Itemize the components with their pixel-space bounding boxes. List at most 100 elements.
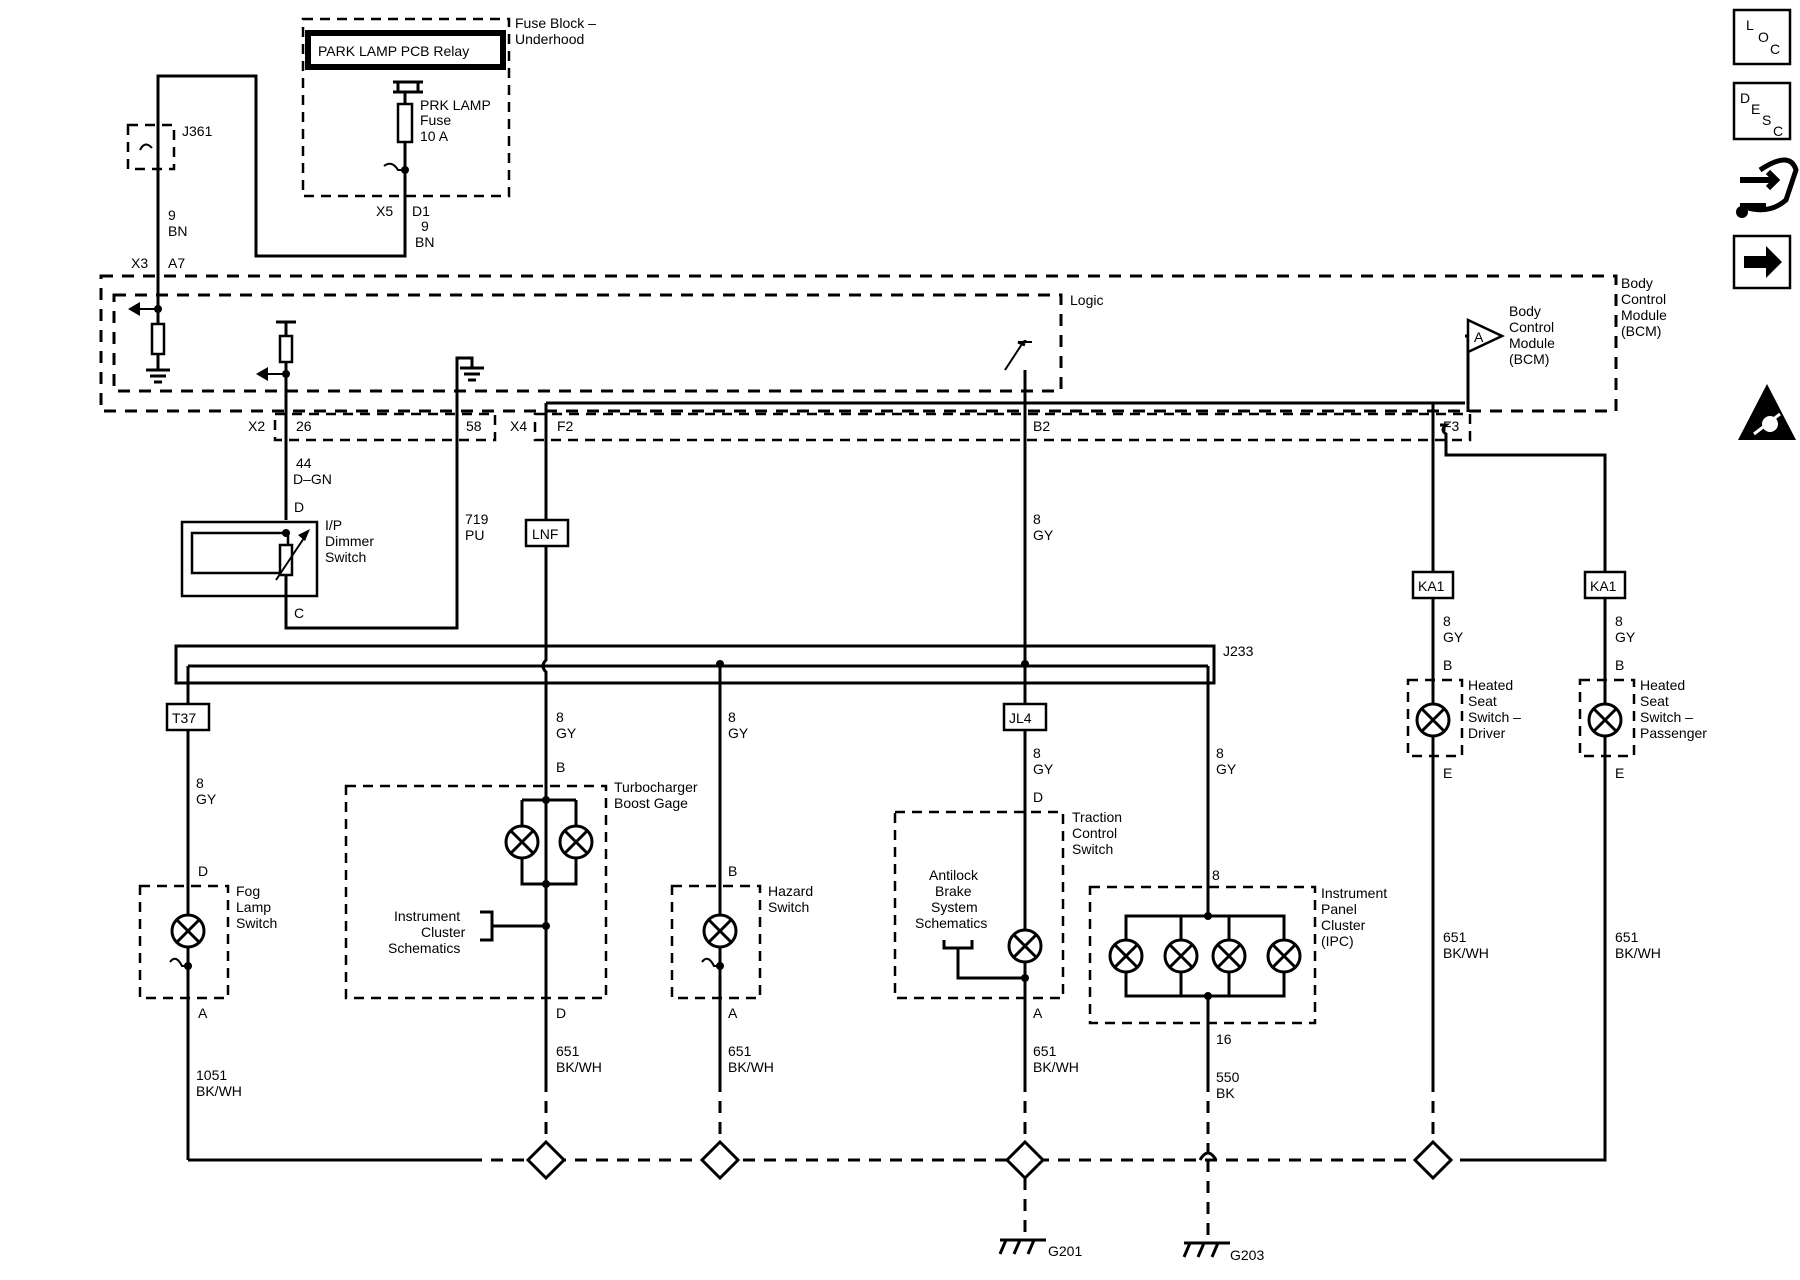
- dimmer-name-1: I/P: [325, 517, 342, 533]
- hazard-pin-b: B: [728, 863, 737, 879]
- hazard-name-2: Switch: [768, 899, 809, 915]
- tcs-abs-1: Antilock: [929, 867, 979, 883]
- pin-b2: B2: [1033, 418, 1050, 434]
- wire-651-hsd-circuit: 651: [1443, 929, 1467, 945]
- fog-pin-d: D: [198, 863, 208, 879]
- esd-warning-icon: [1738, 384, 1796, 440]
- park-lamp-relay-label: PARK LAMP PCB Relay: [318, 43, 469, 59]
- svg-text:KA1: KA1: [1590, 578, 1617, 594]
- bcm-title-2: Control: [1621, 291, 1666, 307]
- svg-text:C: C: [1773, 123, 1783, 139]
- loc-icon[interactable]: L O C: [1732, 8, 1792, 66]
- tcs-name-3: Switch: [1072, 841, 1113, 857]
- wire-651-hsp-circuit: 651: [1615, 929, 1639, 945]
- wire-9-bn: [156, 74, 407, 286]
- bcm-logic-label: Logic: [1070, 292, 1103, 308]
- wire-8-hazard-color: GY: [728, 725, 749, 741]
- fuse-block-underhood: PARK LAMP PCB Relay Fuse Block – Underho…: [301, 15, 596, 219]
- wire-1051-circuit: 1051: [196, 1067, 227, 1083]
- dimmer-name-2: Dimmer: [325, 533, 374, 549]
- conn-x4: X4: [510, 418, 527, 434]
- tcs-pin-a: A: [1033, 1005, 1043, 1021]
- j233-splice: J233: [174, 643, 1254, 716]
- fog-name-3: Switch: [236, 915, 277, 931]
- pin-26: 26: [296, 418, 312, 434]
- ipc-name-1: Instrument: [1321, 885, 1387, 901]
- wire-651-hazard-color: BK/WH: [728, 1059, 774, 1075]
- wire-719-pu: [284, 412, 459, 630]
- pin-58: 58: [466, 418, 482, 434]
- conn-x3: X3: [131, 255, 148, 271]
- wire-8-ka1l-color: GY: [1443, 629, 1464, 645]
- next-arrow-icon[interactable]: [1732, 234, 1792, 290]
- wire-8-ka1r-color: GY: [1615, 629, 1636, 645]
- fuse-name-3: 10 A: [420, 128, 449, 144]
- j233-label: J233: [1223, 643, 1254, 659]
- bcm-title-4: (BCM): [1621, 323, 1661, 339]
- hsp-lamp-bulb: [1587, 702, 1623, 738]
- hsd-name-3: Switch –: [1468, 709, 1521, 725]
- pin-d1: D1: [412, 203, 430, 219]
- wire-9-circuit: 9: [168, 207, 176, 223]
- turbo-lamp-right: [558, 824, 594, 860]
- ipc-lamp-1: [1108, 938, 1144, 974]
- hsd-name-2: Seat: [1468, 693, 1497, 709]
- hsd-pin-b: B: [1443, 657, 1452, 673]
- wire-8-turbo-circuit: 8: [556, 709, 564, 725]
- connector-flow-icon[interactable]: [1736, 157, 1799, 218]
- wire-651-turbo-circuit: 651: [556, 1043, 580, 1059]
- wire-8-turbo-color: GY: [556, 725, 577, 741]
- wire-44-color: D–GN: [293, 471, 332, 487]
- traction-control-switch: Traction Control Switch Antilock Brake S…: [893, 809, 1122, 1000]
- tcs-name-1: Traction: [1072, 809, 1122, 825]
- svg-text:C: C: [1770, 41, 1780, 57]
- svg-text:JL4: JL4: [1009, 710, 1032, 726]
- ipc-pin-16: 16: [1216, 1031, 1232, 1047]
- wire-8-t37-color: GY: [196, 791, 217, 807]
- desc-icon[interactable]: D E S C: [1732, 81, 1792, 141]
- turbo-name-1: Turbocharger: [614, 779, 698, 795]
- fog-pin-a: A: [198, 1005, 208, 1021]
- svg-text:T37: T37: [172, 710, 196, 726]
- ipc-lamp-4: [1266, 938, 1302, 974]
- fuse-name-1: PRK LAMP: [420, 97, 491, 113]
- wire-651-tcs-circuit: 651: [1033, 1043, 1057, 1059]
- ground-g201: G201: [998, 1238, 1082, 1259]
- wire-9b-color: BN: [415, 234, 434, 250]
- hsp-pin-e: E: [1615, 765, 1624, 781]
- j361-splice: J361: [126, 123, 213, 171]
- wire-f2-lnf: [541, 403, 548, 800]
- ipc-name-2: Panel: [1321, 901, 1357, 917]
- bcm-ref-3: Module: [1509, 335, 1555, 351]
- hsd-lamp-bulb: [1415, 702, 1451, 738]
- connector-jl4: JL4: [1002, 702, 1048, 732]
- bcm-ref-4: (BCM): [1509, 351, 1549, 367]
- turbocharger-boost-gage: Turbocharger Boost Gage Instrument Clust…: [344, 779, 698, 1080]
- ipc-name-4: (IPC): [1321, 933, 1354, 949]
- wire-550-circuit: 550: [1216, 1069, 1240, 1085]
- ipc-name-3: Cluster: [1321, 917, 1366, 933]
- hsp-name-3: Switch –: [1640, 709, 1693, 725]
- ip-dimmer-switch: I/P Dimmer Switch: [180, 517, 374, 598]
- wire-f3-passenger: [1440, 423, 1607, 708]
- svg-text:D: D: [1740, 90, 1750, 106]
- fuse-block-title-2: Underhood: [515, 31, 584, 47]
- fog-lamp-bulb: [170, 913, 206, 949]
- wire-9b-circuit: 9: [421, 218, 429, 234]
- g201-label: G201: [1048, 1243, 1082, 1259]
- turbo-pin-b: B: [556, 759, 565, 775]
- svg-text:O: O: [1758, 29, 1769, 45]
- hazard-name-1: Hazard: [768, 883, 813, 899]
- hsd-name-1: Heated: [1468, 677, 1513, 693]
- dimmer-pin-c: C: [294, 605, 304, 621]
- tcs-pin-d: D: [1033, 789, 1043, 805]
- wire-719-circuit: 719: [465, 511, 489, 527]
- tcs-lamp-bulb: [1007, 928, 1043, 964]
- hsp-pin-b: B: [1615, 657, 1624, 673]
- pin-f3: F3: [1443, 418, 1460, 434]
- wire-1051-color: BK/WH: [196, 1083, 242, 1099]
- svg-text:LNF: LNF: [532, 526, 558, 542]
- wire-651-hazard-circuit: 651: [728, 1043, 752, 1059]
- bcm-title-1: Body: [1621, 275, 1653, 291]
